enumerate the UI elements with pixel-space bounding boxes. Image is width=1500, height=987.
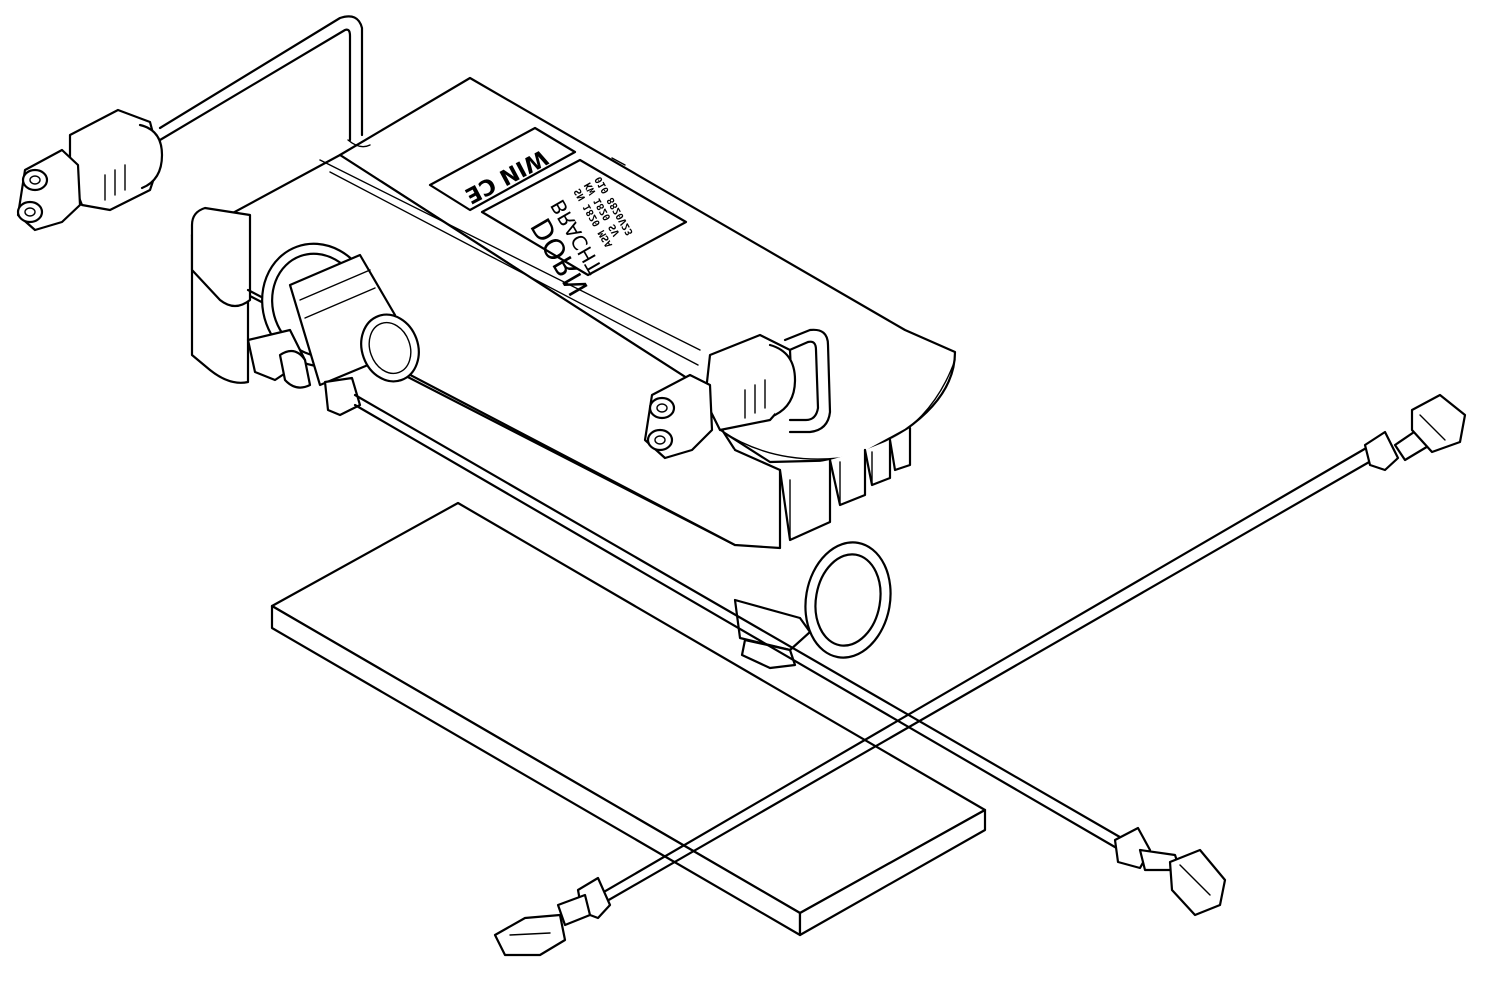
brand-label: DORN BRACHT SN 1820 MSA KW 1820 SV 010 8… — [480, 158, 688, 301]
power-connector — [16, 108, 164, 232]
wire-harness-left — [353, 393, 1227, 917]
threaded-fitting — [261, 242, 420, 387]
ring-clip — [733, 541, 892, 670]
harness-connector — [643, 328, 832, 460]
heat-sink-fins — [778, 426, 912, 542]
cable-clip-left — [246, 328, 362, 417]
power-cable — [158, 15, 364, 142]
mounting-pad — [270, 501, 987, 937]
wire-harness-right — [493, 393, 1467, 957]
